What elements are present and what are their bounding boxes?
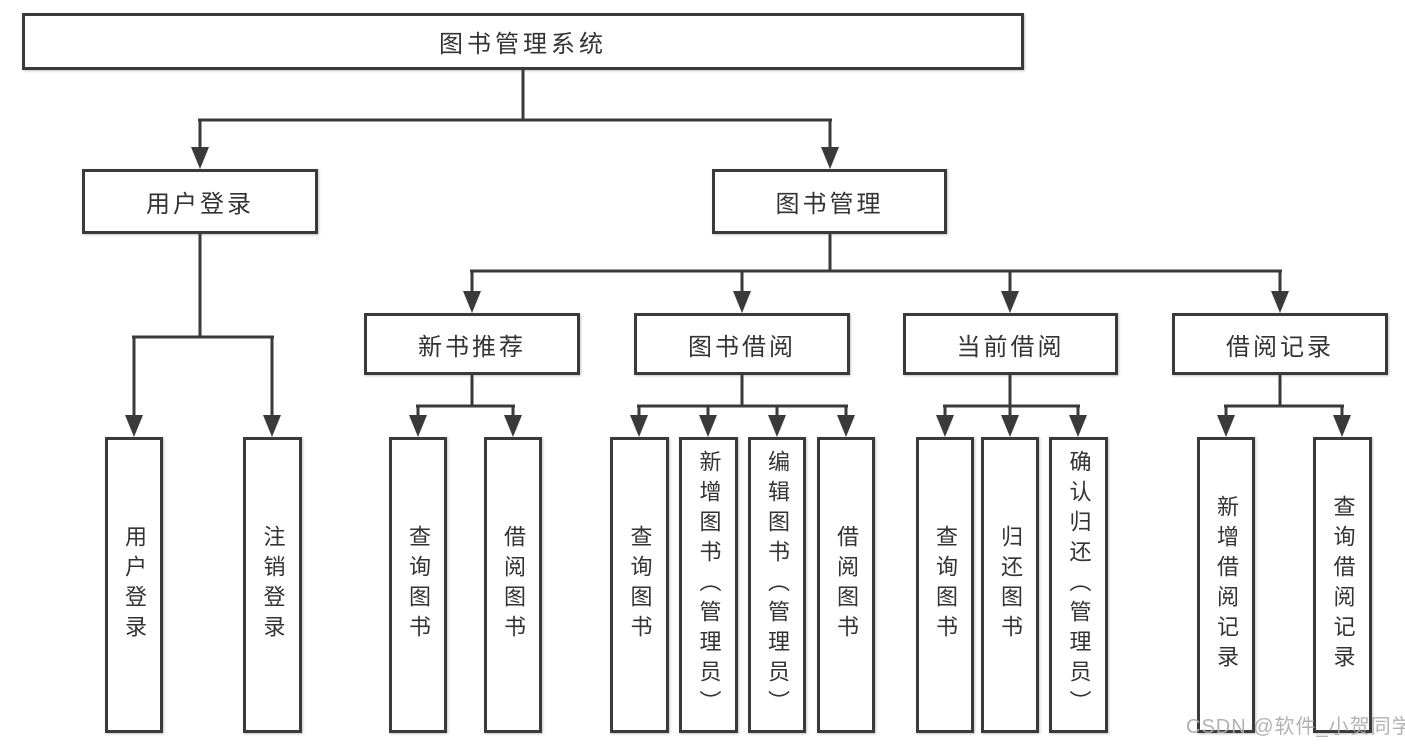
leaf-user-login: 用户登录 — [105, 437, 163, 733]
node-root: 图书管理系统 — [22, 13, 1024, 70]
node-book-borrow: 图书借阅 — [634, 313, 850, 375]
node-user-login: 用户登录 — [82, 169, 318, 234]
leaf-borrow-book-1: 借阅图书 — [484, 437, 542, 733]
node-borrow-records: 借阅记录 — [1172, 313, 1388, 375]
leaf-confirm-return-admin: 确认归还（管理员） — [1049, 437, 1108, 733]
leaf-borrow-book-2: 借阅图书 — [817, 437, 875, 733]
watermark-text: CSDN @软件_小贺同学 — [1186, 716, 1405, 738]
leaf-query-book-2: 查询图书 — [610, 437, 669, 733]
leaf-add-book-admin: 新增图书（管理员） — [679, 437, 738, 733]
node-new-book-recommend: 新书推荐 — [364, 313, 580, 375]
node-current-borrow: 当前借阅 — [903, 313, 1118, 375]
leaf-edit-book-admin: 编辑图书（管理员） — [748, 437, 806, 733]
leaf-query-book-1: 查询图书 — [389, 437, 447, 733]
node-book-management: 图书管理 — [712, 169, 947, 234]
leaf-logout: 注销登录 — [243, 437, 302, 733]
leaf-query-borrow-record: 查询借阅记录 — [1313, 437, 1372, 733]
leaf-query-book-3: 查询图书 — [916, 437, 974, 733]
arrowheads — [125, 147, 1351, 437]
leaf-add-borrow-record: 新增借阅记录 — [1197, 437, 1255, 733]
leaf-return-book: 归还图书 — [981, 437, 1039, 733]
